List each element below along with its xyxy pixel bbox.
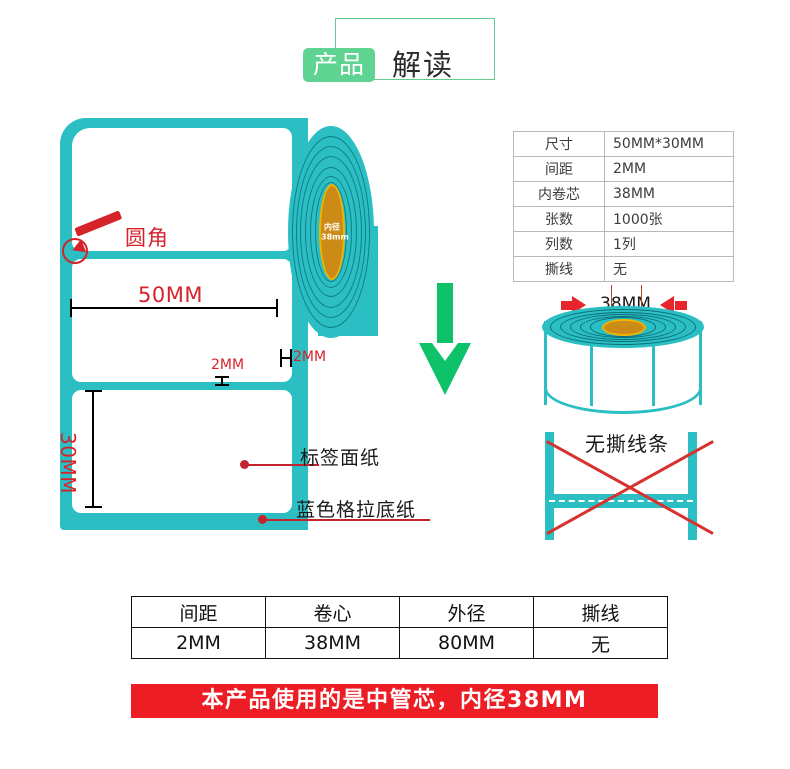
spec-value: 1列 <box>604 231 734 257</box>
tear-line-illustration <box>545 432 714 540</box>
width-dimension-label: 50MM <box>138 283 203 307</box>
gap-label-horizontal: 2MM <box>211 357 245 373</box>
height-dimension-label: 30MM <box>56 432 80 494</box>
roll-label-divider <box>652 324 655 406</box>
annotation-leader-face <box>247 464 319 466</box>
spec-key: 尺寸 <box>513 131 605 157</box>
label-face-1 <box>72 128 292 251</box>
annotation-dot-face <box>240 460 249 469</box>
perforation-dashed-line <box>549 500 693 502</box>
roll-label-divider <box>590 324 593 406</box>
label-face-3 <box>72 390 292 513</box>
summary-table: 间距 卷心 外径 撕线 2MM 38MM 80MM 无 <box>131 596 668 659</box>
roll-ring <box>550 309 696 345</box>
core-leader-left <box>611 285 612 323</box>
roll-ring <box>570 314 676 340</box>
annotation-dot-liner <box>258 515 267 524</box>
page-title: 解读 <box>392 48 455 82</box>
height-dimension-cap-bottom <box>85 506 102 508</box>
table-row: 间距 2MM <box>513 156 734 182</box>
summary-header: 间距 <box>131 596 266 628</box>
table-row: 列数 1列 <box>513 231 734 257</box>
roll-ring <box>315 182 347 282</box>
annotation-leader-liner <box>265 519 430 521</box>
table-row: 张数 1000张 <box>513 206 734 232</box>
label-strip-diagram: 内径 38mm <box>60 118 378 530</box>
rounded-corner-label: 圆角 <box>125 226 169 250</box>
summary-value: 无 <box>533 627 668 659</box>
summary-header: 外径 <box>399 596 534 628</box>
summary-value: 2MM <box>131 627 266 659</box>
spec-key: 列数 <box>513 231 605 257</box>
summary-value: 38MM <box>265 627 400 659</box>
table-row-values: 2MM 38MM 80MM 无 <box>131 627 668 659</box>
roll-ring <box>300 156 362 308</box>
flow-arrow-shaft <box>437 283 453 349</box>
width-dimension-line <box>70 307 278 309</box>
width-dimension-cap-left <box>70 299 72 317</box>
roll-ring <box>305 167 357 297</box>
annotation-label-liner: 蓝色格拉底纸 <box>296 499 417 521</box>
tear-strip-right <box>688 432 697 540</box>
no-tear-line-label: 无撕线条 <box>585 432 669 456</box>
core-arrow-right-tail <box>675 301 687 310</box>
roll-core: 内径 38mm <box>319 184 349 280</box>
spec-key: 间距 <box>513 156 605 182</box>
height-dimension-line <box>92 390 94 508</box>
spec-key: 张数 <box>513 206 605 232</box>
gap-marker-horizontal-stem <box>280 357 292 359</box>
summary-header: 撕线 <box>533 596 668 628</box>
table-row: 内卷芯 38MM <box>513 181 734 207</box>
height-dimension-cap-top <box>85 390 102 392</box>
summary-header: 卷心 <box>265 596 400 628</box>
spec-value: 2MM <box>604 156 734 182</box>
summary-table-body: 间距 卷心 外径 撕线 2MM 38MM 80MM 无 <box>131 596 668 659</box>
tear-strip-left <box>545 432 554 540</box>
roll-bottom-edge <box>544 388 702 414</box>
core-leader-right <box>641 285 642 323</box>
spec-key: 撕线 <box>513 256 605 282</box>
page-header: 产品 解读 <box>0 18 790 90</box>
gap-marker-cap-top <box>215 376 229 378</box>
roll-core-hole <box>602 319 646 336</box>
spec-value: 50MM*30MM <box>604 131 734 157</box>
flow-arrow-notch <box>432 343 458 361</box>
roll-ring <box>296 146 366 318</box>
gap-marker-cap-bottom <box>215 384 229 386</box>
roll-core-label-line2: 38mm <box>321 232 349 241</box>
gap-label-vertical: 2MM <box>293 349 327 365</box>
notice-banner: 本产品使用的是中管芯，内径38MM <box>131 684 658 718</box>
flow-arrow-down-icon <box>419 283 471 395</box>
annotation-label-face: 标签面纸 <box>300 447 381 469</box>
table-row: 尺寸 50MM*30MM <box>513 131 734 157</box>
label-face-2 <box>72 259 292 382</box>
summary-value: 80MM <box>399 627 534 659</box>
spec-value: 无 <box>604 256 734 282</box>
specification-table: 尺寸 50MM*30MM 间距 2MM 内卷芯 38MM 张数 1000张 列数… <box>513 131 734 282</box>
gap-marker-vertical-stem <box>221 376 223 386</box>
core-arrow-left-tail <box>561 301 573 310</box>
roll-core-label: 内径 38mm <box>321 222 349 242</box>
header-badge: 产品 <box>303 48 375 82</box>
roll-ring <box>310 176 352 288</box>
roll-ring <box>560 312 686 342</box>
width-dimension-cap-right <box>276 299 278 317</box>
table-row: 撕线 无 <box>513 256 734 282</box>
table-row-headers: 间距 卷心 外径 撕线 <box>131 596 668 628</box>
roll-ring <box>590 317 656 337</box>
spec-value: 1000张 <box>604 206 734 232</box>
specification-table-body: 尺寸 50MM*30MM 间距 2MM 内卷芯 38MM 张数 1000张 列数… <box>513 131 734 282</box>
roll-ring <box>292 136 370 328</box>
label-roll-side-view: 内径 38mm <box>288 126 378 338</box>
rounded-corner-marker <box>62 238 88 264</box>
spec-key: 内卷芯 <box>513 181 605 207</box>
spec-value: 38MM <box>604 181 734 207</box>
roll-3d-illustration <box>528 285 718 423</box>
roll-core-label-line1: 内径 <box>324 222 340 232</box>
